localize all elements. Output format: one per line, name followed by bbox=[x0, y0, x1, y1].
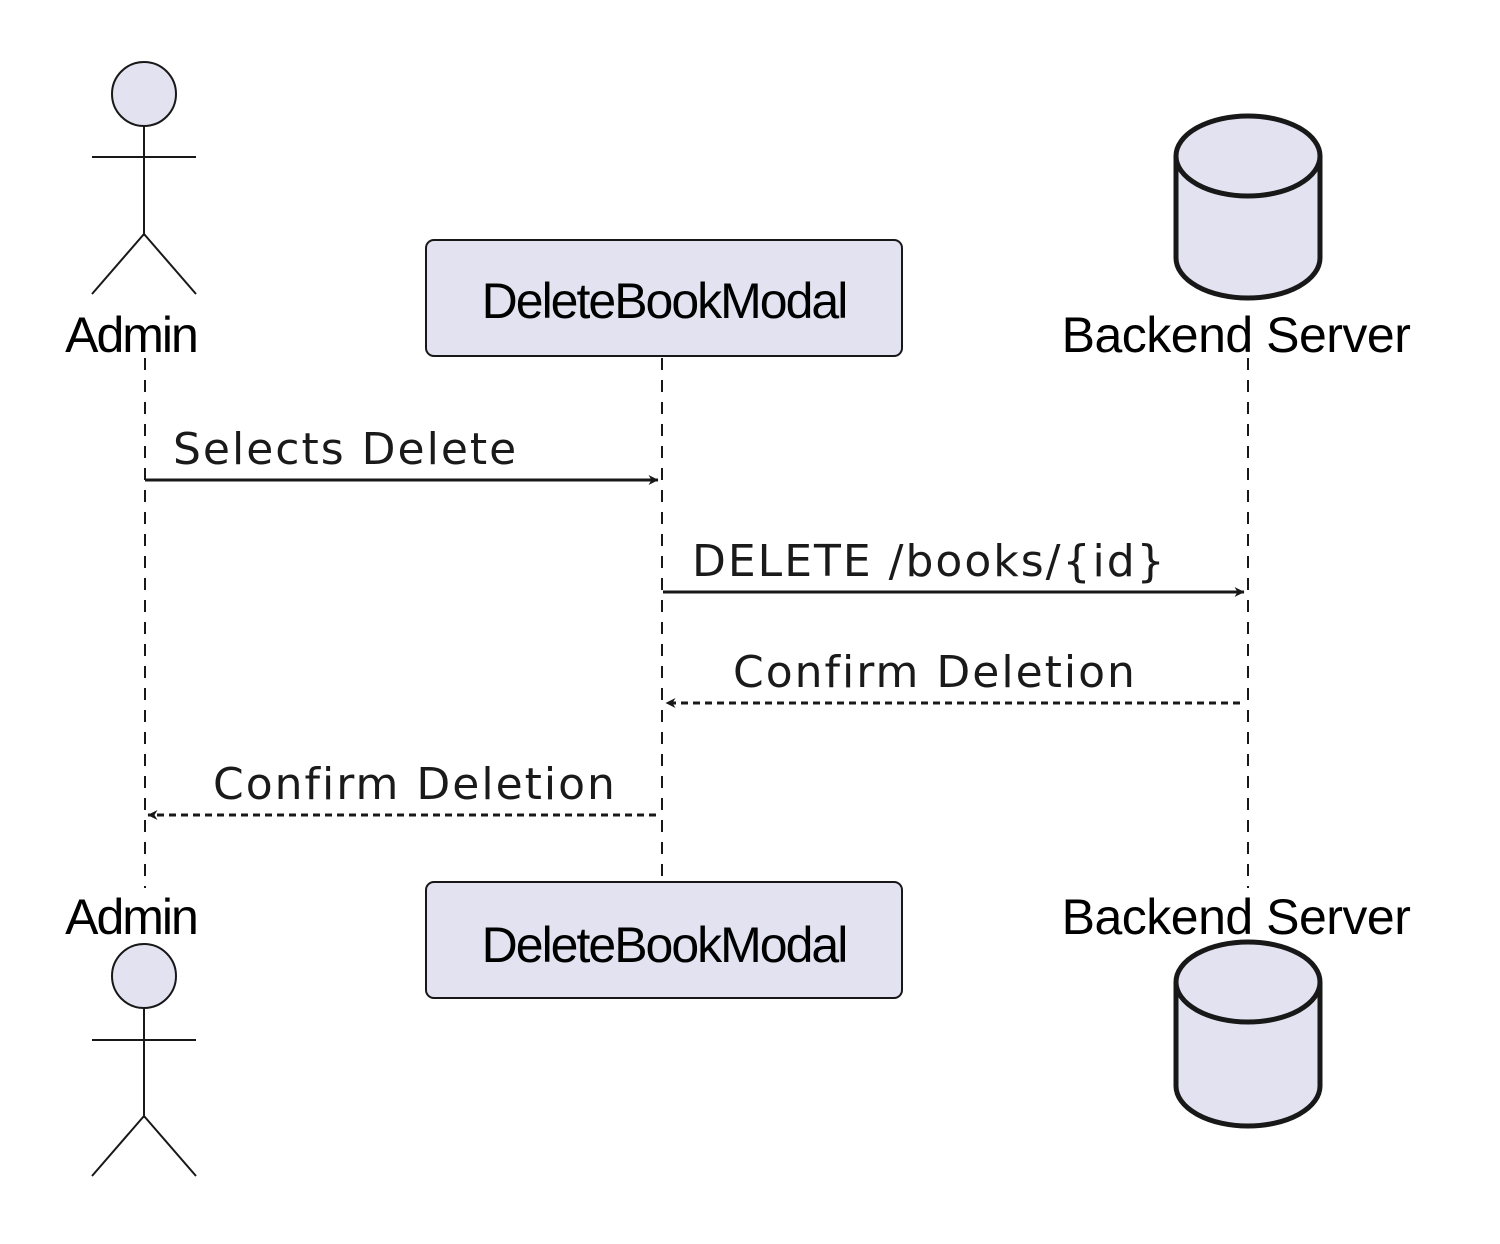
actor-admin-top: Admin bbox=[65, 61, 199, 363]
participant-box bbox=[425, 881, 903, 999]
participant-modal-bottom: DeleteBookModal bbox=[425, 881, 903, 999]
actor-head-icon bbox=[111, 943, 177, 1009]
message-1: Selects Delete bbox=[145, 424, 659, 485]
participant-label-admin-bottom: Admin bbox=[65, 889, 197, 945]
participant-box bbox=[425, 239, 903, 357]
message-4: Confirm Deletion bbox=[147, 759, 656, 820]
participant-label-modal-top: DeleteBookModal bbox=[482, 273, 847, 329]
database-backend-bottom: Backend Server bbox=[1062, 889, 1411, 1129]
message-label: Confirm Deletion bbox=[213, 759, 617, 810]
database-icon bbox=[1173, 113, 1323, 301]
message-label: Confirm Deletion bbox=[733, 647, 1137, 698]
participant-modal-top: DeleteBookModal bbox=[425, 239, 903, 357]
message-label: Selects Delete bbox=[173, 424, 518, 475]
message-2: DELETE /books/{id} bbox=[663, 536, 1245, 597]
participant-label-modal-bottom: DeleteBookModal bbox=[482, 917, 847, 973]
actor-admin-bottom: Admin bbox=[65, 889, 199, 1177]
participant-label-backend-bottom: Backend Server bbox=[1062, 889, 1411, 945]
message-3: Confirm Deletion bbox=[665, 647, 1240, 708]
message-label: DELETE /books/{id} bbox=[692, 536, 1167, 587]
participant-label-admin-top: Admin bbox=[65, 307, 197, 363]
database-icon bbox=[1173, 939, 1323, 1129]
database-backend-top: Backend Server bbox=[1062, 113, 1411, 363]
actor-head-icon bbox=[111, 61, 177, 127]
participant-label-backend-top: Backend Server bbox=[1062, 307, 1411, 363]
